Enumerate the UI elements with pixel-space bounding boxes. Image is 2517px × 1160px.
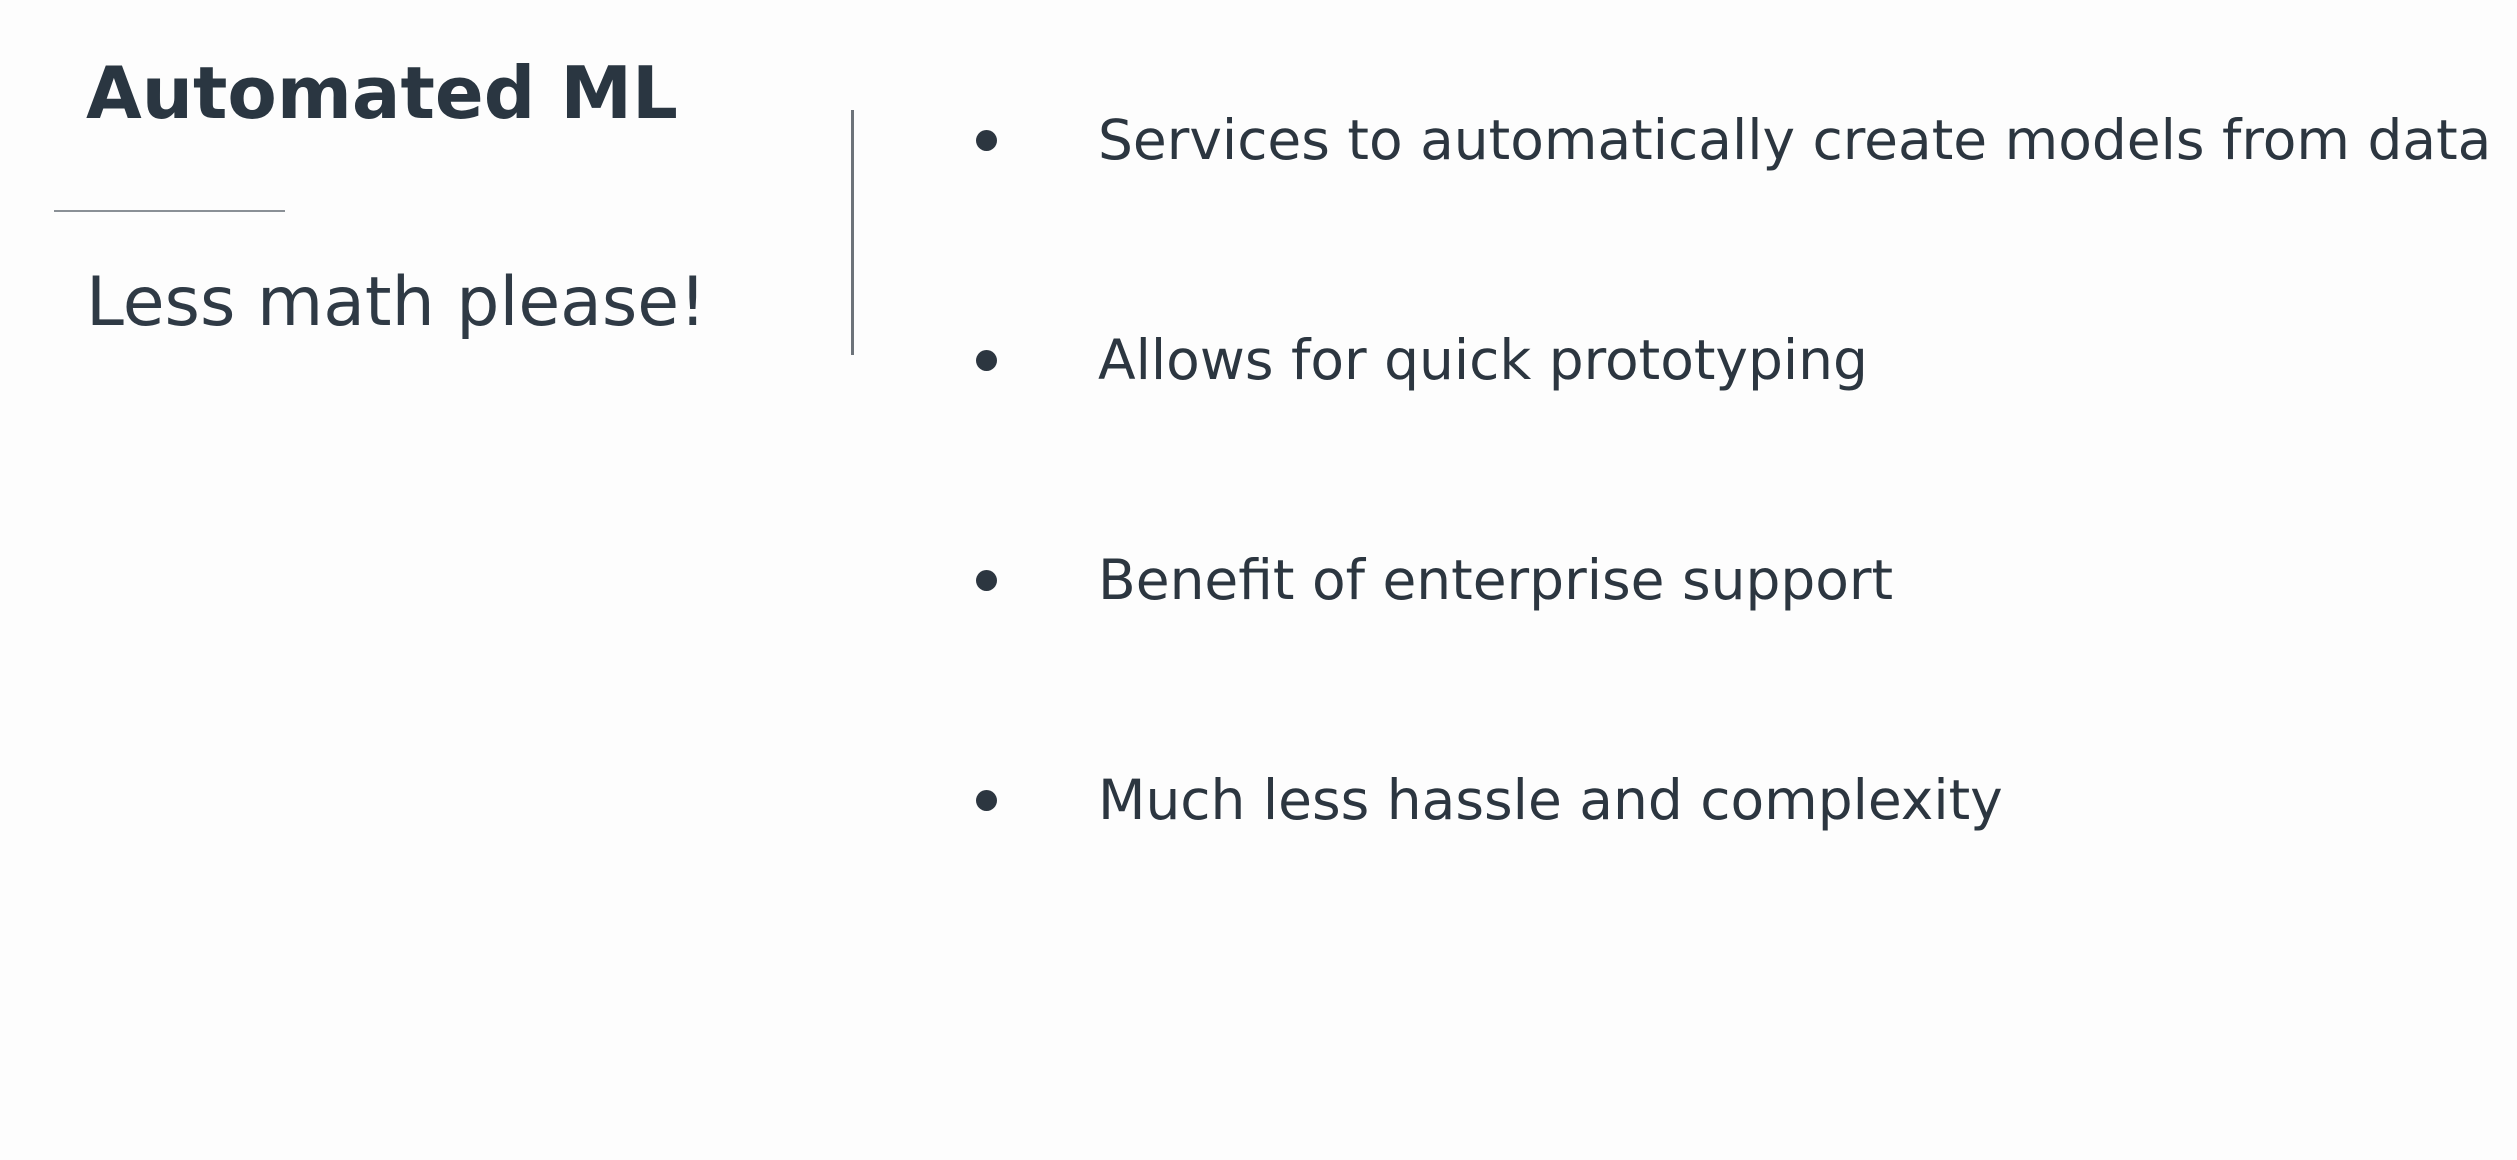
title-underline-divider [54, 210, 285, 212]
vertical-divider [851, 110, 854, 355]
bullet-dot-icon [976, 569, 997, 591]
bullet-item: Allows for quick prototyping [960, 320, 1868, 400]
bullet-item: Benefit of enterprise support [960, 540, 1893, 620]
bullet-text: Much less hassle and complexity [1098, 768, 2003, 832]
bullet-text: Benefit of enterprise support [1098, 548, 1894, 612]
bullet-dot-icon [976, 789, 997, 811]
slide-subtitle: Less math please! [86, 263, 707, 342]
bullet-dot-icon [976, 129, 997, 151]
bullet-text: Services to automatically create models … [1098, 108, 2492, 172]
bullet-item: Services to automatically create models … [960, 100, 2491, 180]
bullet-item: Much less hassle and complexity [960, 760, 2003, 840]
bullet-dot-icon [976, 349, 997, 371]
bullet-text: Allows for quick prototyping [1098, 328, 1868, 392]
slide-title: Automated ML [86, 51, 678, 135]
